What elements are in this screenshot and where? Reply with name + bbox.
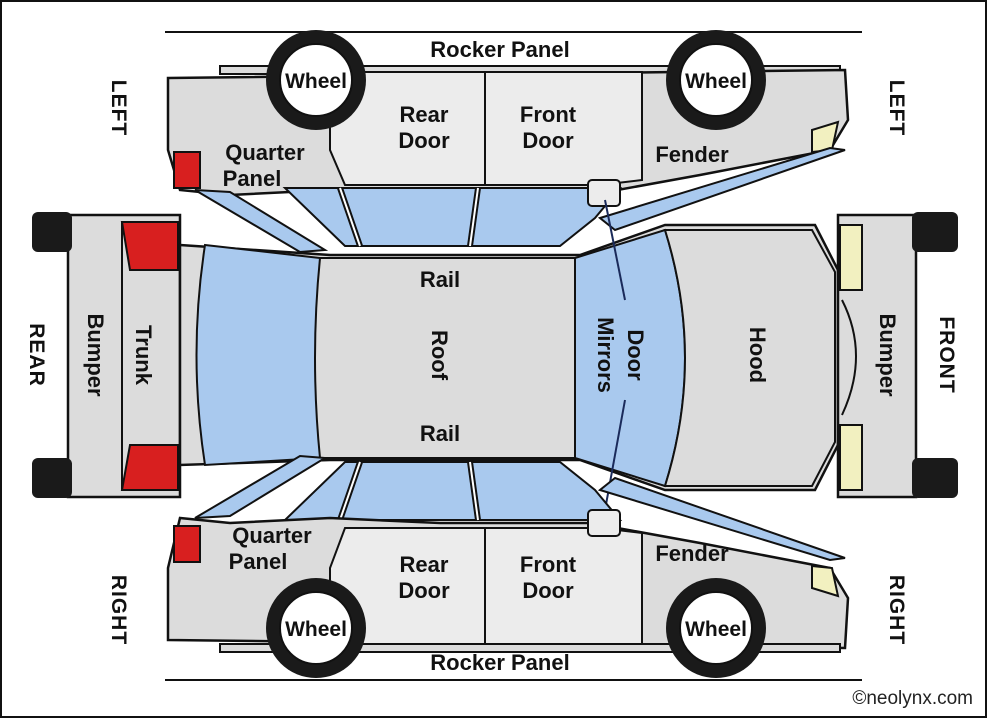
front-left-tire-top — [912, 212, 958, 252]
label-hood: Hood — [745, 327, 770, 383]
label-quarter-panel-top-2: Panel — [223, 166, 282, 191]
label-left-front: LEFT — [885, 80, 908, 137]
label-door-mirrors-1: Door — [623, 329, 648, 381]
right-windows — [285, 462, 620, 520]
label-wheel-top-rear: Wheel — [285, 70, 347, 93]
label-right-front: RIGHT — [885, 575, 908, 645]
label-trunk: Trunk — [131, 325, 156, 386]
label-right-rear: RIGHT — [107, 575, 130, 645]
label-rear: REAR — [25, 323, 48, 387]
label-rear-door-bottom-2: Door — [398, 578, 450, 603]
label-wheel-bottom-front: Wheel — [685, 618, 747, 641]
right-tail-light — [174, 526, 200, 562]
label-quarter-panel-bottom-1: Quarter — [232, 523, 312, 548]
label-front-door-bottom-1: Front — [520, 552, 577, 577]
label-quarter-panel-top-1: Quarter — [225, 140, 305, 165]
label-roof: Roof — [427, 330, 452, 381]
rear-right-tire-top — [32, 458, 72, 498]
label-quarter-panel-bottom-2: Panel — [229, 549, 288, 574]
left-mirror — [588, 180, 620, 206]
label-rear-door-top-2: Door — [398, 128, 450, 153]
label-front-door-bottom-2: Door — [522, 578, 574, 603]
front-head-light-bottom — [840, 425, 862, 490]
front-right-tire-top — [912, 458, 958, 498]
label-fender-top: Fender — [655, 142, 729, 167]
rear-window — [197, 245, 321, 465]
left-tail-light — [174, 152, 200, 188]
label-rail-bottom: Rail — [420, 421, 460, 446]
label-wheel-bottom-rear: Wheel — [285, 618, 347, 641]
left-windows — [285, 188, 620, 246]
label-wheel-top-front: Wheel — [685, 70, 747, 93]
label-front-bumper: Bumper — [875, 313, 900, 397]
label-rocker-panel-bottom: Rocker Panel — [430, 650, 569, 675]
front-head-light-top — [840, 225, 862, 290]
label-front: FRONT — [935, 316, 958, 393]
label-rocker-panel-top: Rocker Panel — [430, 37, 569, 62]
rear-tail-light-top — [122, 222, 178, 270]
label-rear-door-bottom-1: Rear — [400, 552, 449, 577]
label-front-door-top-1: Front — [520, 102, 577, 127]
rear-left-tire-top — [32, 212, 72, 252]
label-rear-door-top-1: Rear — [400, 102, 449, 127]
label-fender-bottom: Fender — [655, 541, 729, 566]
right-mirror — [588, 510, 620, 536]
label-rear-bumper: Bumper — [83, 313, 108, 397]
label-front-door-top-2: Door — [522, 128, 574, 153]
label-rail-top: Rail — [420, 267, 460, 292]
label-door-mirrors-2: Mirrors — [593, 317, 618, 393]
copyright-credit: ©neolynx.com — [852, 688, 973, 710]
rear-tail-light-bottom — [122, 445, 178, 490]
label-left-rear: LEFT — [107, 80, 130, 137]
